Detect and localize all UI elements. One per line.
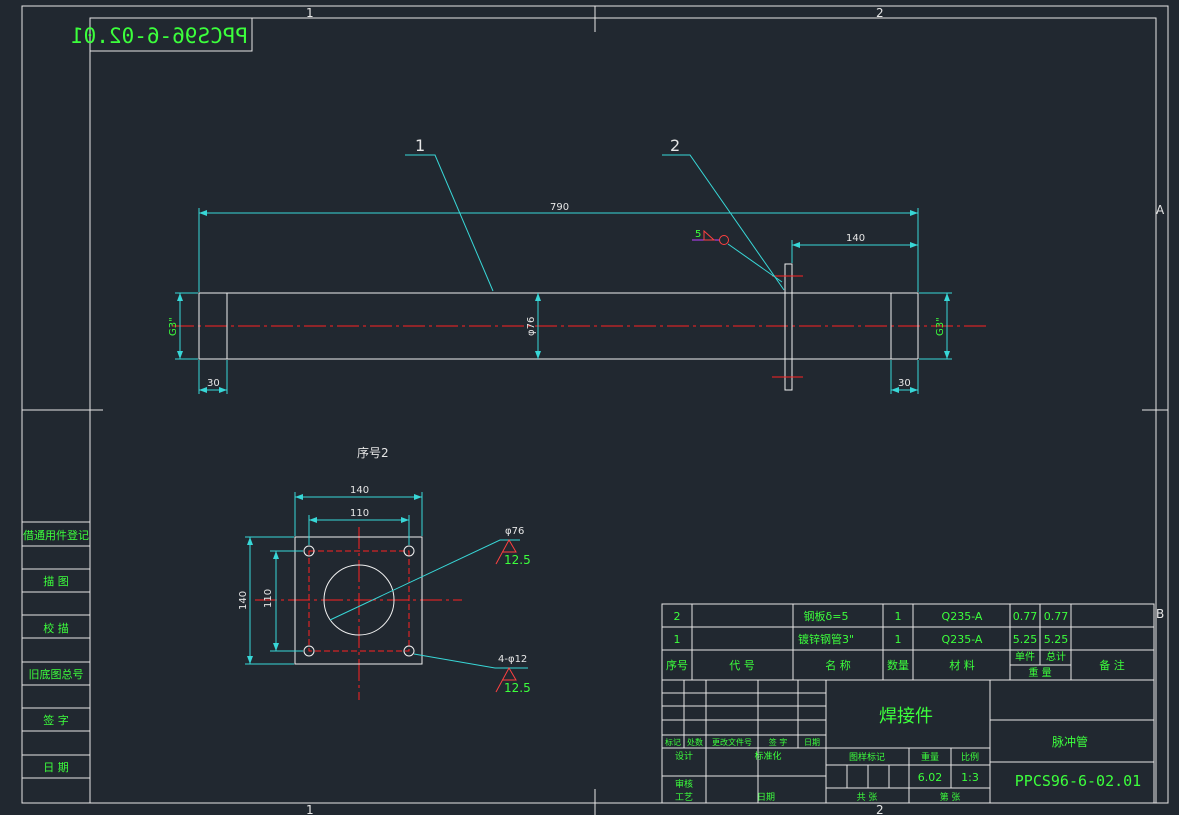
dim-flange-offset: 140 xyxy=(846,233,865,244)
zone-top-2: 2 xyxy=(876,6,884,20)
rev-label-sign: 签 字 xyxy=(769,737,788,747)
dim-overall-length: 790 xyxy=(550,202,569,213)
drawing-title: 焊接件 xyxy=(879,706,933,727)
drawing-frame xyxy=(21,5,1169,815)
bom-row-2-no: 1 xyxy=(674,633,681,646)
bom-header-material: 材 料 xyxy=(949,658,975,672)
side-row-2: 描 图 xyxy=(43,574,69,588)
roughness-symbol-1: 12.5 xyxy=(495,538,531,567)
bom-row-1-qty: 1 xyxy=(895,610,902,623)
bolt-circle-square xyxy=(308,550,410,652)
detail-dimensions xyxy=(245,492,528,669)
label-std-check: 标准化 xyxy=(754,750,781,762)
dim-width-inner: 110 xyxy=(350,508,369,519)
inner-border xyxy=(89,17,1157,804)
bom-header-qty: 数量 xyxy=(887,659,909,672)
value-weight: 6.02 xyxy=(918,771,943,784)
side-record-table: 借通用件登记 描 图 校 描 旧底图总号 签 字 日 期 xyxy=(22,521,90,779)
roughness-2: 12.5 xyxy=(504,681,531,695)
rev-label-mark: 标记 xyxy=(665,737,681,747)
stamp-text: PPCS96-6-02.01 xyxy=(71,24,248,48)
main-dimensions xyxy=(175,208,952,394)
bom-row-2-material: Q235-A xyxy=(942,633,983,646)
value-scale: 1:3 xyxy=(961,771,979,784)
callout-1: 1 xyxy=(405,136,494,292)
pipe-body xyxy=(198,292,919,360)
stamp-box: PPCS96-6-02.01 xyxy=(71,17,253,52)
rev-label-doc: 更改文件号 xyxy=(712,737,752,747)
side-row-6: 日 期 xyxy=(43,761,69,774)
label-total-sheets: 共 张 xyxy=(857,792,878,803)
drawing-number: PPCS96-6-02.01 xyxy=(1015,772,1141,790)
detail-dimension-labels: 140 110 140 110 φ76 4-φ12 xyxy=(238,485,527,665)
bom-row-2-qty: 1 xyxy=(895,633,902,646)
flange-plate xyxy=(784,263,793,391)
title-block: 焊接件 脉冲管 PPCS96-6-02.01 标记 处数 更改文件号 签 字 日… xyxy=(661,679,1155,804)
note-bore: φ76 xyxy=(505,526,524,537)
zone-right-a: A xyxy=(1156,203,1165,217)
main-dimension-labels: 790 140 φ76 G3" G3" 30 30 xyxy=(168,202,946,389)
weld-symbol: 5 xyxy=(692,229,783,283)
rev-label-date: 日期 xyxy=(804,738,820,747)
callout-2-label: 2 xyxy=(670,136,680,155)
label-date: 日期 xyxy=(757,792,775,803)
bom-header-unit: 单件 xyxy=(1015,651,1035,663)
dim-right-thread: G3" xyxy=(935,317,946,336)
note-holes: 4-φ12 xyxy=(498,654,527,665)
dim-height-inner: 110 xyxy=(263,589,274,608)
label-review: 审核 xyxy=(675,778,693,790)
dim-pipe-diameter: φ76 xyxy=(526,317,537,336)
zone-top-1: 1 xyxy=(306,6,314,20)
detail-view: 序号2 140 110 xyxy=(238,445,531,700)
part-name: 脉冲管 xyxy=(1052,734,1088,749)
label-sheet-no: 第 张 xyxy=(940,791,961,803)
bom-row-1-no: 2 xyxy=(674,610,681,623)
zone-right-b: B xyxy=(1156,607,1164,621)
main-view: 790 140 φ76 G3" G3" 30 30 1 2 5 xyxy=(168,136,988,394)
bom-row-1-total-wt: 0.77 xyxy=(1044,610,1069,623)
callout-2: 2 xyxy=(662,136,785,291)
bom-table: 2 钢板δ=5 1 Q235-A 0.77 0.77 1 镀锌钢管3" 1 Q2… xyxy=(661,603,1155,681)
bom-header-no: 序号 xyxy=(666,658,688,672)
zone-labels: 1 2 1 2 A B xyxy=(306,6,1165,815)
bom-header-weight: 重 量 xyxy=(1028,666,1051,679)
bom-row-1-unit-wt: 0.77 xyxy=(1013,610,1038,623)
label-scale: 比例 xyxy=(961,751,979,763)
bom-row-2-unit-wt: 5.25 xyxy=(1013,633,1038,646)
bom-row-1-material: Q235-A xyxy=(942,610,983,623)
bom-row-2-name: 镀锌钢管3" xyxy=(798,632,854,646)
zone-bottom-1: 1 xyxy=(306,803,314,815)
roughness-1: 12.5 xyxy=(504,553,531,567)
rev-label-count: 处数 xyxy=(687,737,703,747)
side-row-5: 签 字 xyxy=(43,713,69,727)
label-process: 工艺 xyxy=(675,792,693,803)
bom-row-2-total-wt: 5.25 xyxy=(1044,633,1069,646)
side-row-4: 旧底图总号 xyxy=(29,667,84,681)
dim-height-outer: 140 xyxy=(238,591,249,610)
label-stage-mark: 图样标记 xyxy=(849,751,885,763)
flange-outline xyxy=(294,536,423,665)
bom-header-total: 总计 xyxy=(1046,650,1066,663)
label-design: 设计 xyxy=(675,750,693,762)
zone-bottom-2: 2 xyxy=(876,803,884,815)
side-row-1: 借通用件登记 xyxy=(23,528,89,542)
dim-left-length: 30 xyxy=(207,378,220,389)
label-weight: 重量 xyxy=(921,751,939,763)
bom-header-code: 代 号 xyxy=(729,659,755,672)
roughness-symbol-2: 12.5 xyxy=(495,666,531,695)
dim-left-thread: G3" xyxy=(168,317,179,336)
callout-1-label: 1 xyxy=(415,136,425,155)
dim-right-length: 30 xyxy=(898,378,911,389)
bom-row-1-name: 钢板δ=5 xyxy=(804,609,849,623)
bolt-holes xyxy=(303,545,415,657)
side-row-3: 校 描 xyxy=(43,621,69,635)
center-bore xyxy=(323,564,395,636)
dim-width-outer: 140 xyxy=(350,485,369,496)
bom-header-remark: 备 注 xyxy=(1099,658,1125,672)
bom-header-name: 名 称 xyxy=(825,658,851,672)
detail-title: 序号2 xyxy=(357,445,389,460)
weld-size: 5 xyxy=(695,229,701,240)
